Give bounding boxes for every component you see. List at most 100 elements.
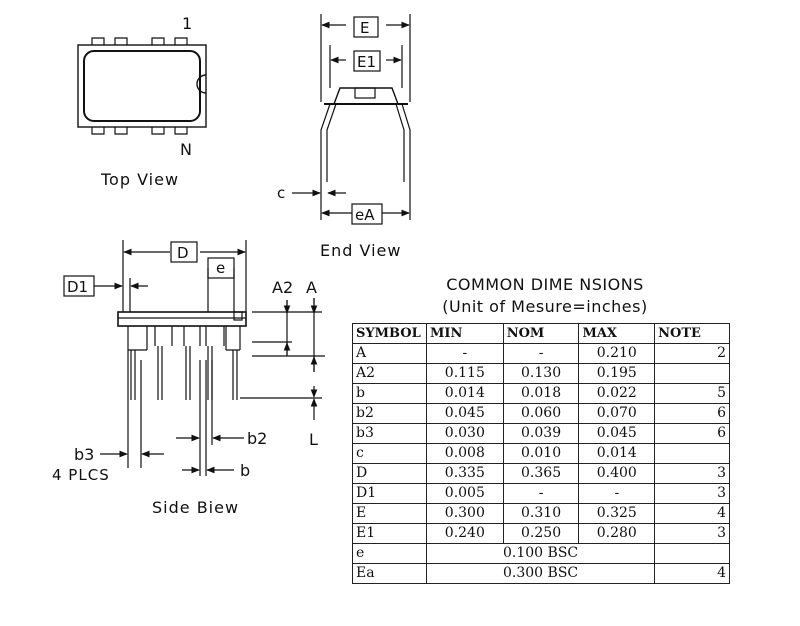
cell-max: 0.195 xyxy=(578,363,656,384)
cell-min: - xyxy=(425,343,504,364)
cell-note: 3 xyxy=(654,523,730,544)
cell-note xyxy=(654,363,730,384)
header-nom: NOM xyxy=(502,323,580,344)
cell-nom: 0.039 xyxy=(502,423,580,444)
cell-symbol: b2 xyxy=(352,403,427,424)
end-view-lead-right xyxy=(395,103,411,182)
cell-note: 6 xyxy=(654,403,730,424)
cell-note: 3 xyxy=(654,463,730,484)
cell-min: 0.014 xyxy=(425,383,504,404)
side-view-body xyxy=(117,311,247,327)
dim-b3-note: 4 PLCS xyxy=(52,466,110,484)
cell-note: 4 xyxy=(654,563,730,584)
cell-note: 6 xyxy=(654,423,730,444)
cell-max: 0.400 xyxy=(578,463,656,484)
top-view-body-inner xyxy=(83,50,201,122)
cell-max: - xyxy=(578,483,656,504)
dim-l-label: L xyxy=(309,430,318,449)
header-max: MAX xyxy=(578,323,656,344)
end-view-lead-left xyxy=(320,103,337,182)
table-header-row: SYMBOL MIN NOM MAX NOTE xyxy=(352,323,730,344)
cell-max: 0.014 xyxy=(578,443,656,464)
cell-nom: 0.250 xyxy=(502,523,580,544)
cell-max: 0.210 xyxy=(578,343,656,364)
top-view-pins-bottom xyxy=(91,127,188,135)
cell-nom: 0.310 xyxy=(502,503,580,524)
cell-nom: - xyxy=(502,483,580,504)
dim-e-pitch-label: e xyxy=(216,259,225,277)
cell-min: 0.240 xyxy=(425,523,504,544)
top-view xyxy=(77,37,207,135)
dim-d1-label: D1 xyxy=(67,278,88,296)
cell-max: 0.045 xyxy=(578,423,656,444)
cell-max: 0.280 xyxy=(578,523,656,544)
dim-b3-label: b3 xyxy=(74,445,94,464)
cell-max: 0.022 xyxy=(578,383,656,404)
pin-n-label: N xyxy=(180,140,192,159)
cell-max: 0.325 xyxy=(578,503,656,524)
dim-d-box xyxy=(170,241,198,263)
top-view-caption: Top View xyxy=(101,170,180,189)
cell-symbol: D1 xyxy=(352,483,427,504)
cell-symbol: b3 xyxy=(352,423,427,444)
dim-b-label: b xyxy=(240,461,250,480)
header-symbol: SYMBOL xyxy=(352,323,427,344)
cell-nom: 0.060 xyxy=(502,403,580,424)
cell-note: 3 xyxy=(654,483,730,504)
dim-a-label: A xyxy=(306,278,317,297)
table-subtitle: (Unit of Mesure=inches) xyxy=(442,297,648,316)
cell-symbol: e xyxy=(352,543,427,564)
cell-min: 0.300 xyxy=(425,503,504,524)
cell-note xyxy=(654,443,730,464)
cell-symbol: E1 xyxy=(352,523,427,544)
cell-value: 0.100 BSC xyxy=(425,543,656,564)
cell-symbol: Ea xyxy=(352,563,427,584)
side-view-leads xyxy=(127,326,241,400)
end-view xyxy=(292,14,411,225)
top-view-pins-top xyxy=(91,37,188,45)
top-view-notch xyxy=(196,74,207,94)
cell-nom: 0.130 xyxy=(502,363,580,384)
pin-1-label: 1 xyxy=(182,14,192,33)
side-view xyxy=(63,240,325,476)
cell-min: 0.005 xyxy=(425,483,504,504)
table-title: COMMON DIME NSIONS xyxy=(446,275,644,294)
dim-e-box xyxy=(353,16,379,38)
end-view-body xyxy=(332,87,400,105)
top-view-body-outer xyxy=(77,44,207,128)
cell-min: 0.030 xyxy=(425,423,504,444)
cell-min: 0.335 xyxy=(425,463,504,484)
cell-value: 0.300 BSC xyxy=(425,563,656,584)
cell-min: 0.045 xyxy=(425,403,504,424)
header-min: MIN xyxy=(425,323,504,344)
cell-max: 0.070 xyxy=(578,403,656,424)
side-view-caption: Side Biew xyxy=(152,498,240,517)
cell-symbol: A xyxy=(352,343,427,364)
cell-nom: - xyxy=(502,343,580,364)
cell-note: 5 xyxy=(654,383,730,404)
dim-e-label: E xyxy=(360,19,369,37)
cell-nom: 0.010 xyxy=(502,443,580,464)
cell-note xyxy=(654,543,730,564)
end-view-caption: End View xyxy=(320,241,402,260)
cell-min: 0.008 xyxy=(425,443,504,464)
dim-ea-label: eA xyxy=(355,206,375,224)
cell-symbol: D xyxy=(352,463,427,484)
cell-min: 0.115 xyxy=(425,363,504,384)
cell-symbol: A2 xyxy=(352,363,427,384)
cell-symbol: E xyxy=(352,503,427,524)
dim-b2-label: b2 xyxy=(247,429,267,448)
